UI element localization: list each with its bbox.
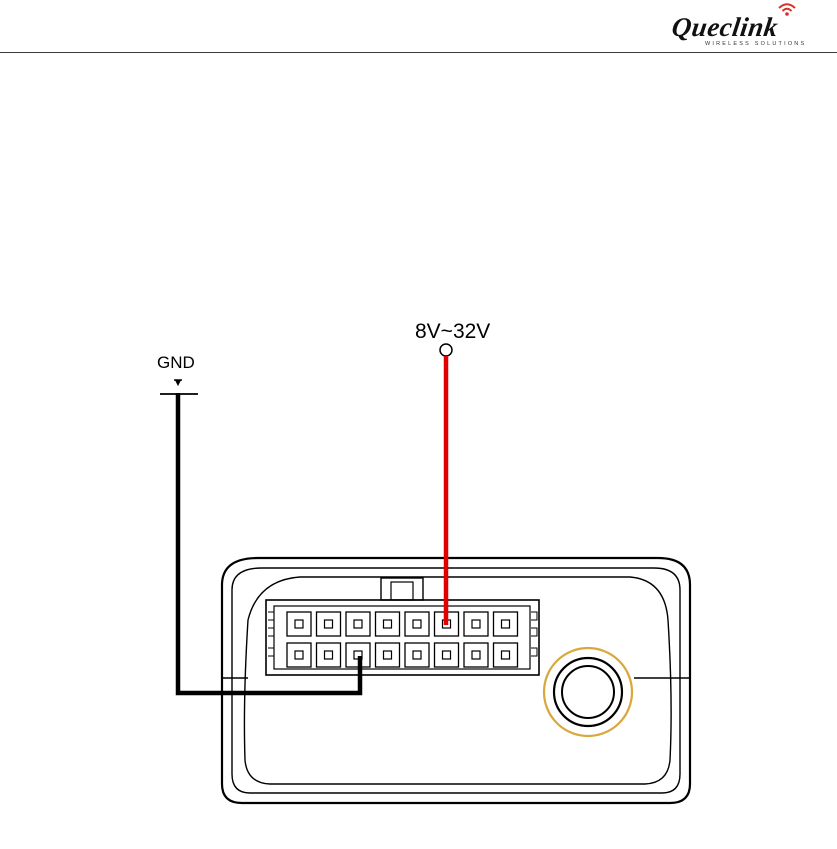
- connector-pin: [494, 643, 518, 667]
- connector-pin: [464, 643, 488, 667]
- button-inner-icon: [562, 666, 614, 718]
- connector-pin-grid: [287, 612, 518, 667]
- connector-pin: [317, 612, 341, 636]
- power-terminal-icon: [440, 344, 452, 356]
- gnd-label: GND: [157, 353, 195, 372]
- connector-pin: [346, 612, 370, 636]
- connector-pin: [287, 612, 311, 636]
- connector-pin: [464, 612, 488, 636]
- connector-pin: [376, 643, 400, 667]
- 16-pin-connector: [266, 578, 539, 675]
- connector-pin: [405, 643, 429, 667]
- connector-pin: [376, 612, 400, 636]
- ground-symbol-icon: [160, 380, 198, 394]
- connector-pin: [494, 612, 518, 636]
- connector-pin: [405, 612, 429, 636]
- connector-pin: [287, 643, 311, 667]
- connector-pin: [435, 643, 459, 667]
- connector-pin: [317, 643, 341, 667]
- power-voltage-label: 8V~32V: [415, 320, 490, 343]
